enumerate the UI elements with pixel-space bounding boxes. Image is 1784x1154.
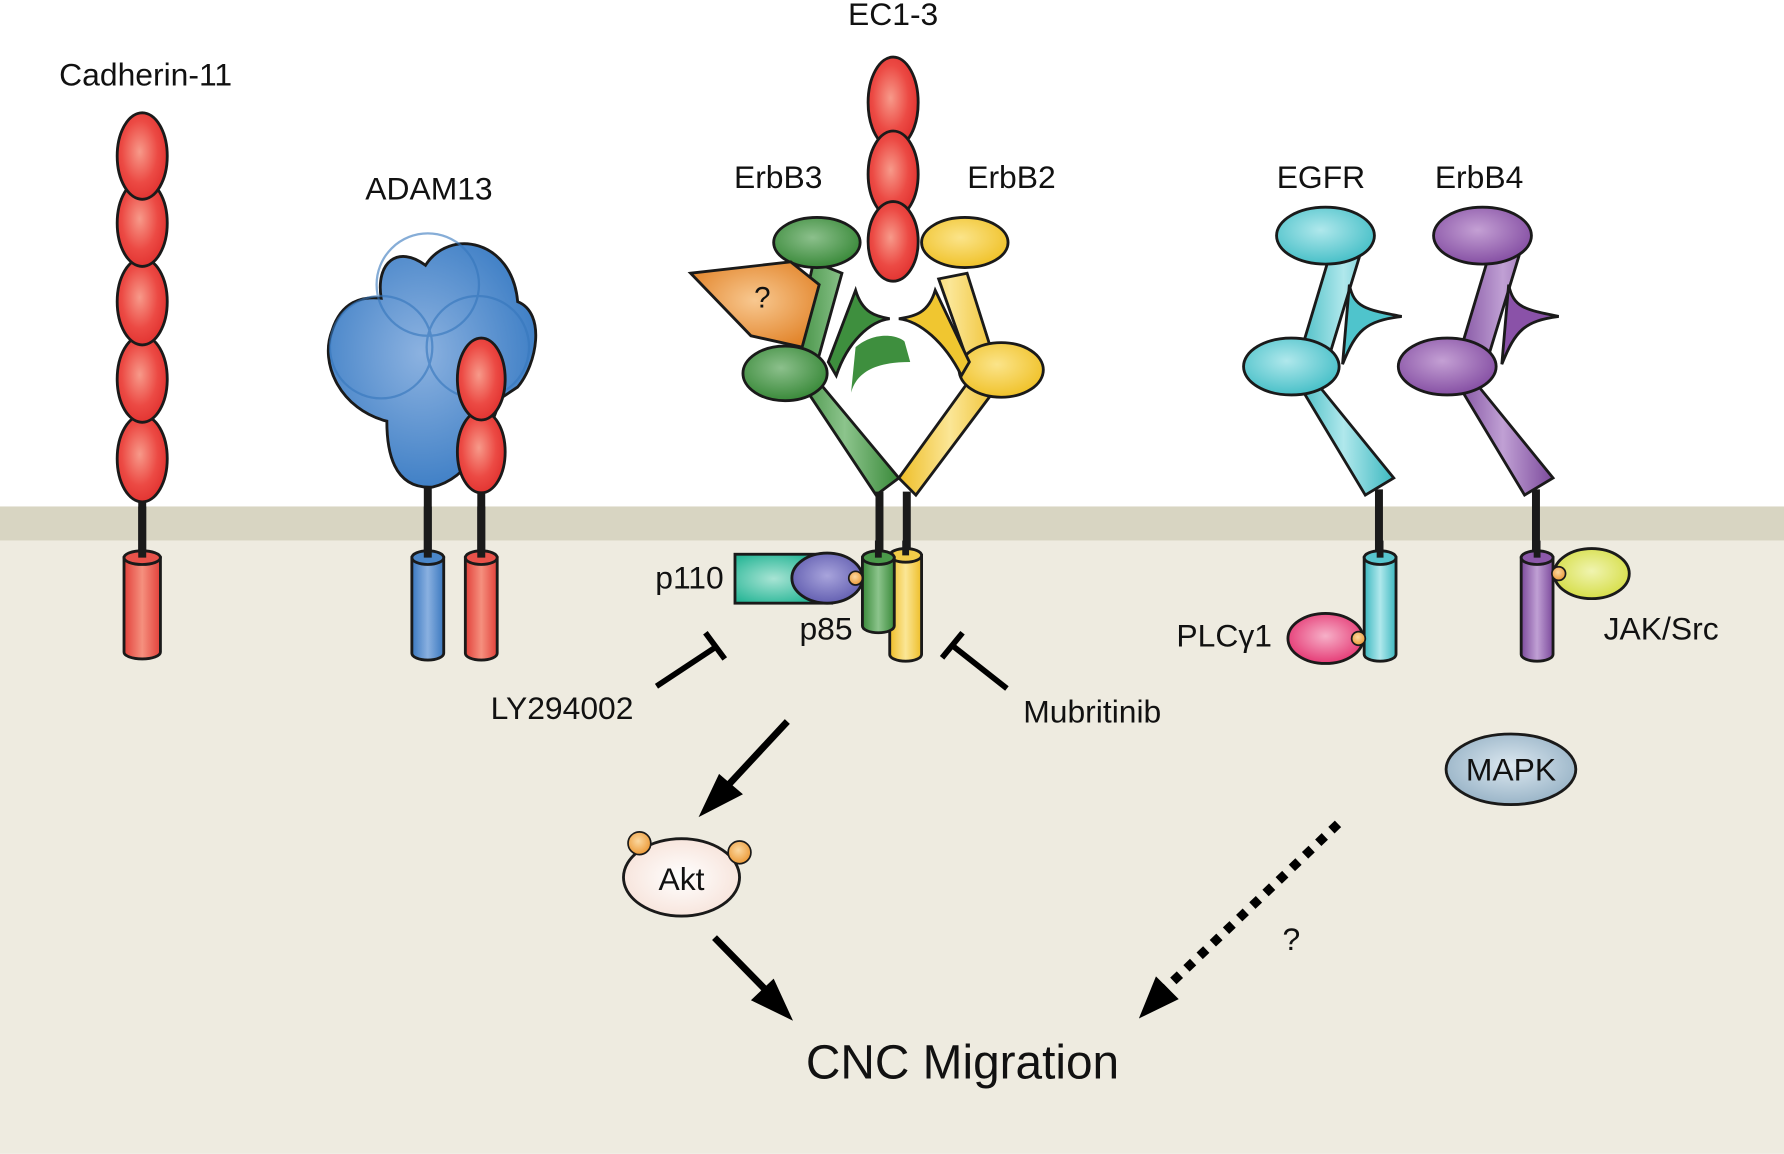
adam13-cysteine-domain: [455, 336, 507, 422]
phosphate-icon: [847, 570, 864, 586]
cadherin-ec-domain: [115, 334, 169, 424]
p110-label: p110: [655, 559, 723, 595]
erbb2-label: ErbB2: [967, 159, 1056, 195]
arrow-receptor-to-akt: [698, 719, 790, 818]
akt-label: Akt: [659, 861, 705, 897]
adam13-disintegrin-domain: [455, 409, 507, 495]
unknown-ligand-label: ?: [754, 281, 770, 314]
mapk-node: MAPK: [1444, 732, 1578, 806]
plcg1-label: PLCγ1: [1176, 617, 1272, 653]
erbb4-domain-i: [1432, 205, 1533, 266]
adam13-cytoplasmic-domain-blue: [410, 549, 446, 662]
uncertain-path-label: ?: [1282, 921, 1300, 957]
erbb3-erbb2-dimer: EC1-3 ErbB3 ErbB2 ?: [655, 0, 1056, 663]
egfr: EGFR PLCγ1: [1176, 159, 1402, 665]
mubritinib-label: Mubritinib: [1023, 694, 1161, 730]
ec1-3-label: EC1-3: [848, 0, 938, 32]
adam13-label: ADAM13: [365, 170, 492, 206]
erbb3-domain-iii: [741, 344, 829, 403]
phosphate-icon: [1350, 630, 1367, 647]
cadherin-ec-domain: [115, 111, 169, 201]
unknown-ligand: ?: [687, 260, 821, 349]
adam13-cytoplasmic-domain-red: [463, 549, 499, 662]
cadherin-11: Cadherin-11: [59, 56, 232, 661]
erbb3-label: ErbB3: [734, 159, 823, 195]
arrow-uncertain-to-migration: ?: [1138, 820, 1342, 1019]
erbb3-kinase-domain: [860, 549, 896, 635]
cadherin-cytoplasmic-domain: [122, 549, 162, 661]
erbb2-domain-i: [920, 216, 1010, 269]
phosphate-icon: [627, 831, 652, 856]
ec-domain: [866, 200, 920, 283]
erbb2-domain-iii: [957, 341, 1045, 399]
ly294002-label: LY294002: [491, 690, 634, 726]
adam13-inner-shading: [328, 232, 531, 400]
erbb4-dimerization-arm: [1500, 284, 1560, 365]
phosphate-icon: [727, 840, 752, 865]
erbb3-dimerization-arm: [826, 285, 890, 380]
egfr-label: EGFR: [1277, 159, 1365, 195]
akt-node: Akt: [622, 831, 752, 918]
cadherin-ec-domain: [115, 257, 169, 347]
erbb3-domain-i: [772, 216, 862, 269]
phosphate-icon: [1551, 565, 1567, 582]
erbb4-kinase-domain: [1519, 549, 1555, 663]
cnc-migration-label: CNC Migration: [806, 1037, 1119, 1090]
erbb4-label: ErbB4: [1435, 159, 1524, 195]
mubritinib-inhibition: Mubritinib: [939, 630, 1161, 730]
erbb3-receptor: [741, 216, 911, 498]
cell-membrane: [0, 506, 1784, 541]
cadherin-ec-domain: [115, 414, 169, 504]
jak-src-label: JAK/Src: [1604, 611, 1719, 647]
cadherin-11-label: Cadherin-11: [59, 56, 232, 92]
mapk-label: MAPK: [1466, 752, 1556, 788]
erbb2-dimerization-arm: [898, 286, 971, 379]
egfr-kinase-domain: [1362, 549, 1398, 663]
erbb4-domain-iii: [1396, 336, 1498, 397]
p85-label: p85: [799, 611, 852, 647]
ly294002-inhibition: LY294002: [491, 631, 728, 726]
arrow-akt-to-migration: [712, 935, 794, 1021]
egfr-domain-iii: [1242, 336, 1341, 397]
pi3k-complex: p110 p85: [655, 551, 864, 647]
erbb2-receptor: [896, 216, 1045, 498]
adam13: ADAM13: [326, 170, 538, 662]
egfr-domain-i: [1275, 205, 1376, 266]
egfr-dimerization-arm: [1341, 284, 1402, 365]
erbb4: ErbB4 JAK/Src: [1396, 159, 1719, 663]
